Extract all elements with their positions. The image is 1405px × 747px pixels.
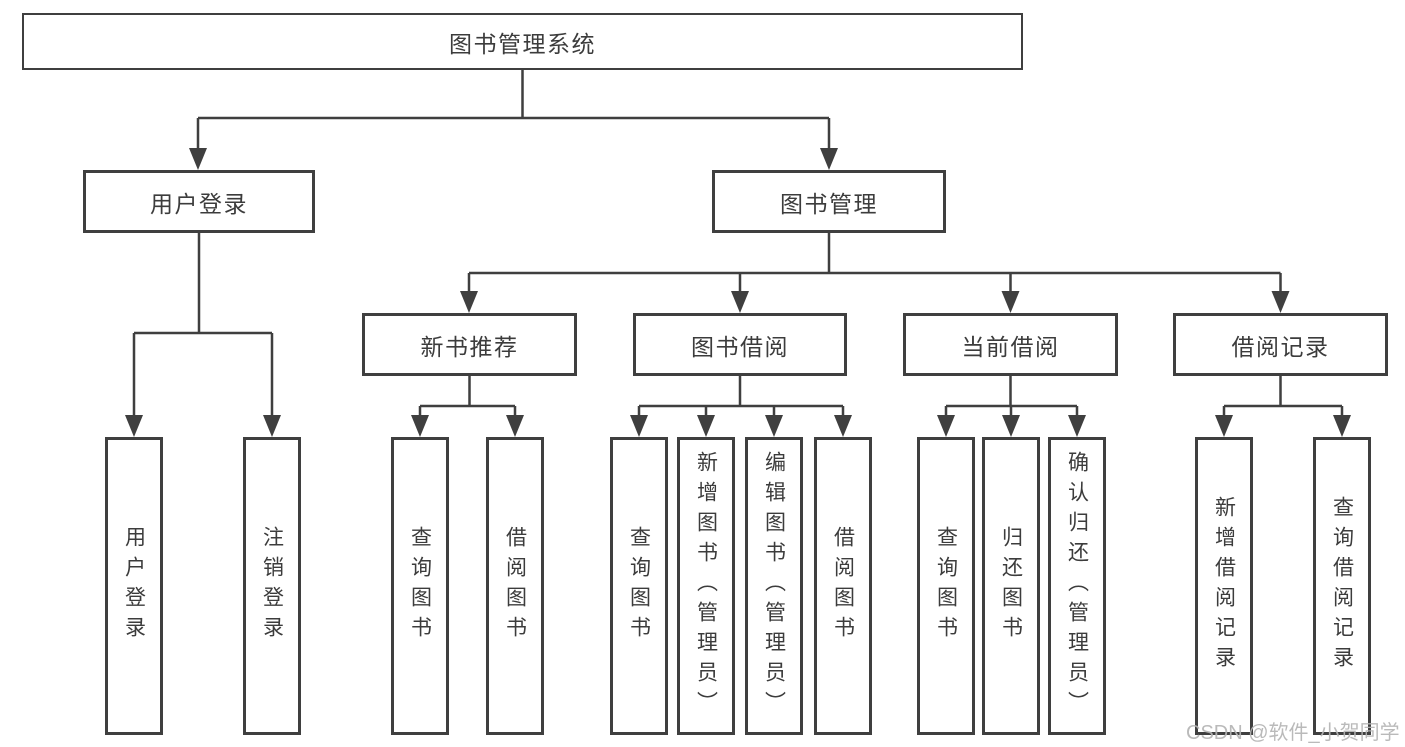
leaf-return-books: 归还图书: [982, 437, 1040, 735]
leaf-query-books-current-label: 查询图书: [934, 526, 958, 646]
leaf-borrow-books-borrow: 借阅图书: [814, 437, 872, 735]
arrowhead: [937, 415, 955, 437]
arrowhead: [697, 415, 715, 437]
arrowhead: [125, 415, 143, 437]
node-user-login: 用户登录: [83, 170, 315, 233]
leaf-confirm-return-admin: 确认归还（管理员）: [1048, 437, 1106, 735]
arrowhead: [263, 415, 281, 437]
node-user-login-label: 用户登录: [150, 190, 248, 217]
leaf-query-books-current: 查询图书: [917, 437, 975, 735]
watermark: CSDN @软件_小贺同学: [1186, 722, 1400, 744]
leaf-query-books-recommend-label: 查询图书: [408, 526, 432, 646]
node-book-borrow: 图书借阅: [633, 313, 847, 376]
leaf-add-borrow-record-label: 新增借阅记录: [1212, 496, 1236, 676]
leaf-add-books-admin-label: 新增图书（管理员）: [694, 451, 718, 721]
leaf-borrow-books-recommend: 借阅图书: [486, 437, 544, 735]
leaf-query-books-borrow-label: 查询图书: [627, 526, 651, 646]
arrowhead: [765, 415, 783, 437]
leaf-return-books-label: 归还图书: [999, 526, 1023, 646]
node-new-book-recommend-label: 新书推荐: [420, 333, 519, 360]
arrowhead: [1271, 291, 1290, 313]
node-borrow-records-label: 借阅记录: [1231, 333, 1330, 360]
arrowhead: [630, 415, 648, 437]
leaf-query-books-borrow: 查询图书: [610, 437, 668, 735]
leaf-borrow-books-recommend-label: 借阅图书: [503, 526, 527, 646]
arrowhead: [1215, 415, 1233, 437]
leaf-edit-books-admin-label: 编辑图书（管理员）: [762, 451, 786, 721]
node-new-book-recommend: 新书推荐: [362, 313, 577, 376]
leaf-edit-books-admin: 编辑图书（管理员）: [745, 437, 803, 735]
leaf-user-login-label: 用户登录: [122, 526, 146, 646]
node-book-management-label: 图书管理: [780, 190, 878, 217]
arrowhead: [834, 415, 852, 437]
node-root: 图书管理系统: [22, 13, 1023, 70]
leaf-logout-label: 注销登录: [260, 526, 284, 646]
node-borrow-records: 借阅记录: [1173, 313, 1388, 376]
leaf-query-books-recommend: 查询图书: [391, 437, 449, 735]
arrowhead: [506, 415, 524, 437]
leaf-borrow-books-borrow-label: 借阅图书: [831, 526, 855, 646]
node-current-borrow-label: 当前借阅: [961, 333, 1060, 360]
arrowhead: [1068, 415, 1086, 437]
node-book-management: 图书管理: [712, 170, 946, 233]
node-root-label: 图书管理系统: [449, 30, 596, 57]
leaf-add-borrow-record: 新增借阅记录: [1195, 437, 1253, 735]
arrowhead: [1002, 415, 1020, 437]
leaf-logout: 注销登录: [243, 437, 301, 735]
leaf-query-borrow-record-label: 查询借阅记录: [1330, 496, 1354, 676]
node-current-borrow: 当前借阅: [903, 313, 1118, 376]
arrowhead: [820, 148, 838, 170]
leaf-confirm-return-admin-label: 确认归还（管理员）: [1065, 451, 1089, 721]
arrowhead: [1001, 291, 1020, 313]
leaf-add-books-admin: 新增图书（管理员）: [677, 437, 735, 735]
arrowhead: [189, 148, 207, 170]
arrowhead: [731, 291, 749, 313]
node-book-borrow-label: 图书借阅: [691, 333, 789, 360]
leaf-user-login: 用户登录: [105, 437, 163, 735]
arrowhead: [411, 415, 429, 437]
leaf-query-borrow-record: 查询借阅记录: [1313, 437, 1371, 735]
arrowhead: [460, 291, 478, 313]
arrowhead: [1333, 415, 1351, 437]
